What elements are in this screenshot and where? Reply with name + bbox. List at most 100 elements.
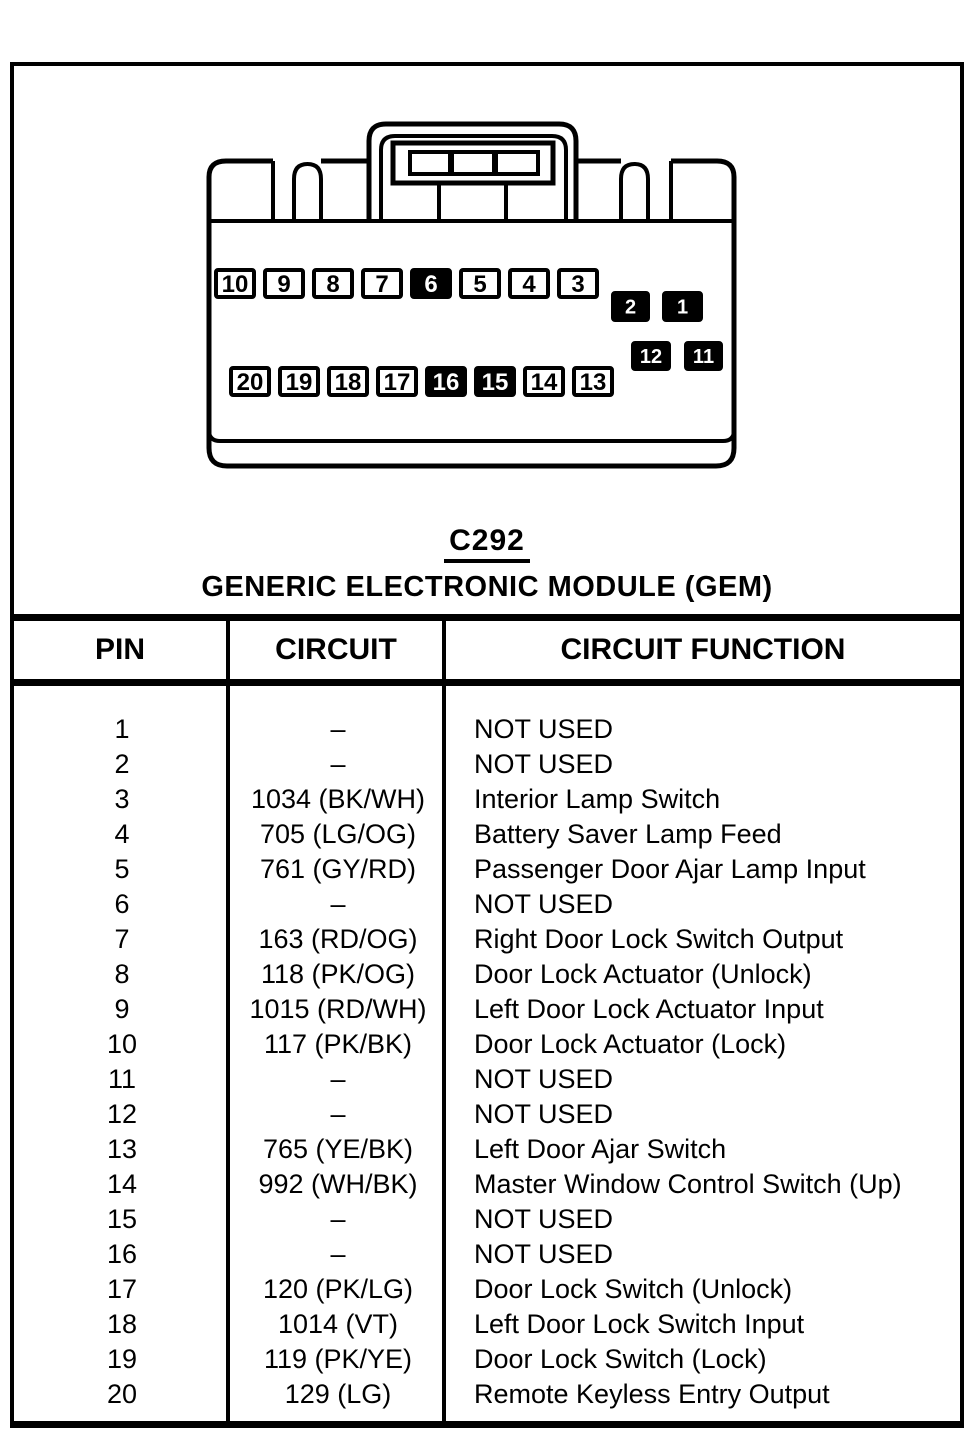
function-cell: Door Lock Switch (Lock) <box>474 1344 767 1374</box>
pin-box-2 <box>611 291 650 322</box>
header-circuit: CIRCUIT <box>230 621 446 679</box>
circuit-cell: – <box>330 1099 346 1129</box>
circuit-cell: 118 (PK/OG) <box>260 959 416 989</box>
table-row: 12–NOT USED <box>14 1097 960 1132</box>
column-divider <box>442 686 446 1421</box>
pin-number-11: 11 <box>693 346 714 368</box>
header-circuit-function: CIRCUIT FUNCTION <box>560 633 846 666</box>
table-row: 2 – NOT USED <box>14 747 960 782</box>
circuit-cell: 120 (PK/LG) <box>262 1274 414 1304</box>
pin-box-7 <box>361 268 403 299</box>
table-row: 18 1014 (VT) Left Door Lock Switch Input <box>14 1307 960 1342</box>
connector-titles: C292 GENERIC ELECTRONIC MODULE (GEM) <box>14 524 960 604</box>
pin-number-14: 14 <box>531 369 558 396</box>
table-row: 17 120 (PK/LG) Door Lock Switch (Unlock) <box>14 1272 960 1307</box>
pin-box-20 <box>229 366 271 397</box>
pin-box-10 <box>214 268 256 299</box>
pin-number-3: 3 <box>571 271 584 298</box>
circuit-cell: – <box>330 1204 346 1234</box>
pin-number-4: 4 <box>522 271 536 298</box>
circuit-cell: – <box>330 749 346 779</box>
circuit-cell: 1014 (VT) <box>277 1309 399 1339</box>
pin-number-10: 10 <box>222 271 249 298</box>
pin-cell: 17 <box>106 1274 138 1304</box>
pin-box-11 <box>684 341 723 371</box>
pin-cell: 18 <box>106 1309 138 1339</box>
connector-id-line: C292 <box>14 524 960 563</box>
connector-bottom-lip <box>207 431 736 443</box>
circuit-cell: 119 (PK/YE) <box>263 1344 413 1374</box>
pin-number-18: 18 <box>335 369 362 396</box>
pin-number-13: 13 <box>580 369 607 396</box>
pin-box-4 <box>508 268 550 299</box>
connector-outline <box>206 121 737 469</box>
table-row: 15–NOT USED <box>14 1202 960 1237</box>
function-cell: Left Door Ajar Switch <box>474 1134 727 1164</box>
tab-key-window <box>408 150 452 176</box>
function-cell: Left Door Lock Switch Input <box>474 1309 805 1339</box>
circuit-cell: 761 (GY/RD) <box>259 854 417 884</box>
tab-outer-wall <box>366 121 579 221</box>
pin-box-14 <box>523 366 565 397</box>
pin-box-12 <box>631 341 671 371</box>
circuit-cell: 1034 (BK/WH) <box>250 784 426 814</box>
circuit-cell: 705 (LG/OG) <box>259 819 417 849</box>
function-cell: Door Lock Switch (Unlock) <box>474 1274 793 1304</box>
circuit-cell: – <box>330 714 346 744</box>
function-cell: Left Door Lock Actuator Input <box>474 994 824 1024</box>
function-cell: Interior Lamp Switch <box>474 784 721 814</box>
circuit-cell: 765 (YE/BK) <box>262 1134 414 1164</box>
column-divider <box>226 686 230 1421</box>
pin-cell: 7 <box>114 924 130 954</box>
tab-pendant <box>437 183 508 221</box>
pin-box-8 <box>312 268 354 299</box>
circuit-cell: – <box>330 1239 346 1269</box>
table-row: 6–NOT USED <box>14 887 960 922</box>
pin-cell: 6 <box>114 889 130 919</box>
function-cell: NOT USED <box>474 714 614 744</box>
connector-name: GENERIC ELECTRONIC MODULE (GEM) <box>201 571 773 603</box>
pin-cell: 12 <box>106 1099 138 1129</box>
pin-box-17 <box>376 366 418 397</box>
pin-cell: 2 <box>114 749 130 779</box>
circuit-cell: – <box>330 1064 346 1094</box>
circuit-cell: 1015 (RD/WH) <box>249 994 427 1024</box>
connector-id: C292 <box>444 524 530 563</box>
pin-box-3 <box>557 268 599 299</box>
circuit-cell: 992 (WH/BK) <box>258 1169 418 1199</box>
function-cell: NOT USED <box>474 749 614 779</box>
function-cell: Master Window Control Switch (Up) <box>474 1169 902 1199</box>
pin-cell: 13 <box>106 1134 138 1164</box>
function-cell: NOT USED <box>474 889 614 919</box>
table-row: 16–NOT USED <box>14 1237 960 1272</box>
pin-number-9: 9 <box>277 271 290 298</box>
pin-table-header: PIN CIRCUIT CIRCUIT FUNCTION <box>14 621 960 686</box>
latch-finger-left <box>292 161 323 221</box>
pin-cell: 3 <box>114 784 130 814</box>
pin-box-18 <box>327 366 369 397</box>
tab-key-window <box>450 150 496 176</box>
table-row: 11–NOT USED <box>14 1062 960 1097</box>
circuit-cell: 163 (RD/OG) <box>258 924 418 954</box>
pin-number-17: 17 <box>384 369 411 396</box>
pin-cell: 20 <box>106 1379 138 1409</box>
pin-cell: 5 <box>114 854 130 884</box>
pin-cell: 10 <box>106 1029 138 1059</box>
pin-box-15 <box>474 366 516 397</box>
latch-finger-right <box>619 161 650 221</box>
table-row: 3 1034 (BK/WH) Interior Lamp Switch <box>14 782 960 817</box>
function-cell: Door Lock Actuator (Lock) <box>474 1029 787 1059</box>
header-pin: PIN <box>14 621 230 679</box>
pin-cell: 4 <box>114 819 130 849</box>
